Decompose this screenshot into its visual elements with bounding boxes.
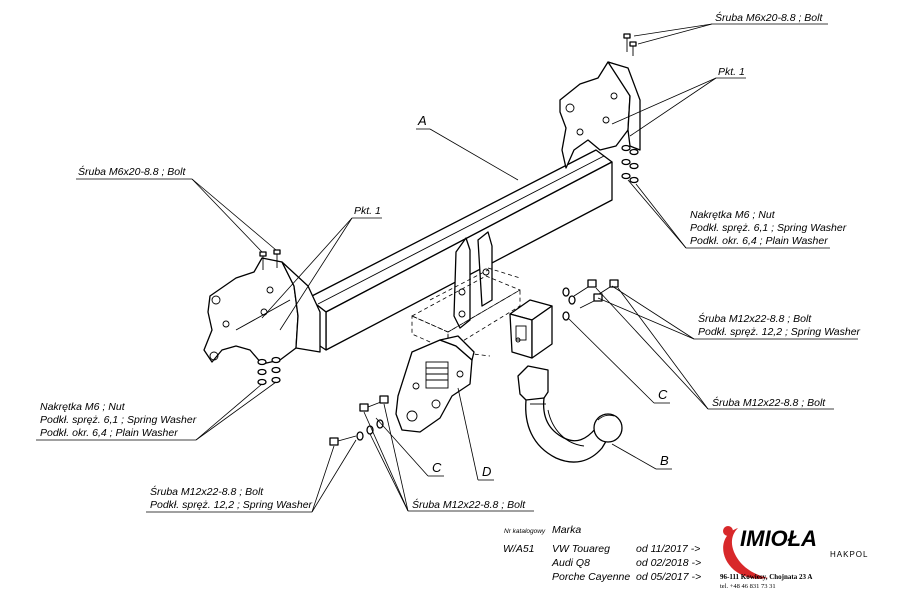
callout-nut-right: Nakrętka M6 ; Nut Podkł. spręż. 6,1 ; Sp… — [627, 179, 847, 249]
nut-right-line3: Podkł. okr. 6,4 ; Plain Washer — [690, 235, 828, 247]
callout-b: B — [611, 443, 672, 470]
callout-bolt-m12-left: Śruba M12x22-8.8 ; Bolt Podkł. spręż. 12… — [146, 439, 357, 513]
date-row-2: od 02/2018 -> — [636, 557, 701, 569]
model-row-1: VW Touareg — [552, 543, 610, 555]
bolt-m12-right-line2: Podkł. spręż. 12,2 ; Spring Washer — [698, 326, 861, 338]
callout-bolt-top-text: Śruba M6x20-8.8 ; Bolt — [715, 11, 823, 24]
logo-sub: HAKPOL — [830, 550, 868, 559]
catalog-header: Nr katalogowy — [504, 528, 546, 535]
bolt-m12-left-line2: Podkł. spręż. 12,2 ; Spring Washer — [150, 499, 313, 511]
bolts-top-left — [257, 249, 281, 386]
callout-pkt1-left: Pkt. 1 — [261, 205, 382, 331]
bolt-m12-right2-text: Śruba M12x22-8.8 ; Bolt — [712, 396, 826, 409]
callout-bolt-top: Śruba M6x20-8.8 ; Bolt — [633, 11, 828, 45]
bolts-m12-left — [329, 395, 389, 446]
callout-d: D — [457, 387, 494, 481]
nut-left-line3: Podkł. okr. 6,4 ; Plain Washer — [40, 427, 178, 439]
logo-name: IMIOŁA — [740, 526, 817, 551]
label-a: A — [417, 113, 427, 128]
callout-bolt-m12-bottom: Śruba M12x22-8.8 ; Bolt — [363, 403, 534, 512]
model-row-3: Porche Cayenne — [552, 571, 630, 583]
callout-c-right: C — [567, 317, 670, 404]
ball-neck-b — [517, 365, 623, 463]
catalog-number: W/A51 — [503, 543, 535, 555]
callout-bolt-left: Śruba M6x20-8.8 ; Bolt — [76, 165, 277, 253]
bolt-m12-left-line1: Śruba M12x22-8.8 ; Bolt — [150, 485, 264, 498]
socket-plate-d — [395, 335, 475, 433]
logo-phone: tel. +48 46 831 73 31 — [720, 583, 776, 590]
callout-pkt1-top: Pkt. 1 — [611, 66, 746, 137]
bolts-top-right — [621, 33, 639, 184]
callout-pkt1-left-text: Pkt. 1 — [354, 205, 381, 217]
callout-c-left: C — [375, 417, 444, 477]
callout-bolt-left-text: Śruba M6x20-8.8 ; Bolt — [78, 165, 186, 178]
callout-bolt-m12-right: Śruba M12x22-8.8 ; Bolt Podkł. spręż. 12… — [597, 285, 861, 340]
nut-left-line1: Nakrętka M6 ; Nut — [40, 401, 126, 413]
bolts-m12-right — [562, 279, 619, 321]
model-row-2: Audi Q8 — [551, 557, 590, 569]
nut-left-line2: Podkł. spręż. 6,1 ; Spring Washer — [40, 414, 197, 426]
right-mounting-bracket — [559, 61, 641, 169]
label-d: D — [482, 464, 491, 479]
date-row-3: od 05/2017 -> — [636, 571, 701, 583]
brand-header: Marka — [552, 524, 581, 536]
label-b: B — [660, 453, 669, 468]
logo-address: 96-111 Kowiesy, Chojnata 23 A — [720, 573, 812, 581]
nut-right-line2: Podkł. spręż. 6,1 ; Spring Washer — [690, 222, 847, 234]
callout-bolt-m12-right2: Śruba M12x22-8.8 ; Bolt — [595, 287, 834, 410]
callout-nut-left: Nakrętka M6 ; Nut Podkł. spręż. 6,1 ; Sp… — [36, 381, 277, 441]
callout-pkt1-top-text: Pkt. 1 — [718, 66, 745, 78]
receiver-c — [509, 299, 553, 359]
label-c-left: C — [432, 460, 442, 475]
callout-a: A — [416, 113, 519, 181]
nut-right-line1: Nakrętka M6 ; Nut — [690, 209, 776, 221]
bolt-m12-right-line1: Śruba M12x22-8.8 ; Bolt — [698, 312, 812, 325]
imiola-logo: IMIOŁA HAKPOL 96-111 Kowiesy, Chojnata 2… — [720, 526, 868, 590]
label-c-right: C — [658, 387, 668, 402]
bolt-m12-bottom-text: Śruba M12x22-8.8 ; Bolt — [412, 498, 526, 511]
left-mounting-bracket — [203, 257, 321, 365]
date-row-1: od 11/2017 -> — [636, 543, 700, 555]
footer-catalog: Nr katalogowy Marka W/A51 VW Touareg od … — [503, 524, 701, 583]
